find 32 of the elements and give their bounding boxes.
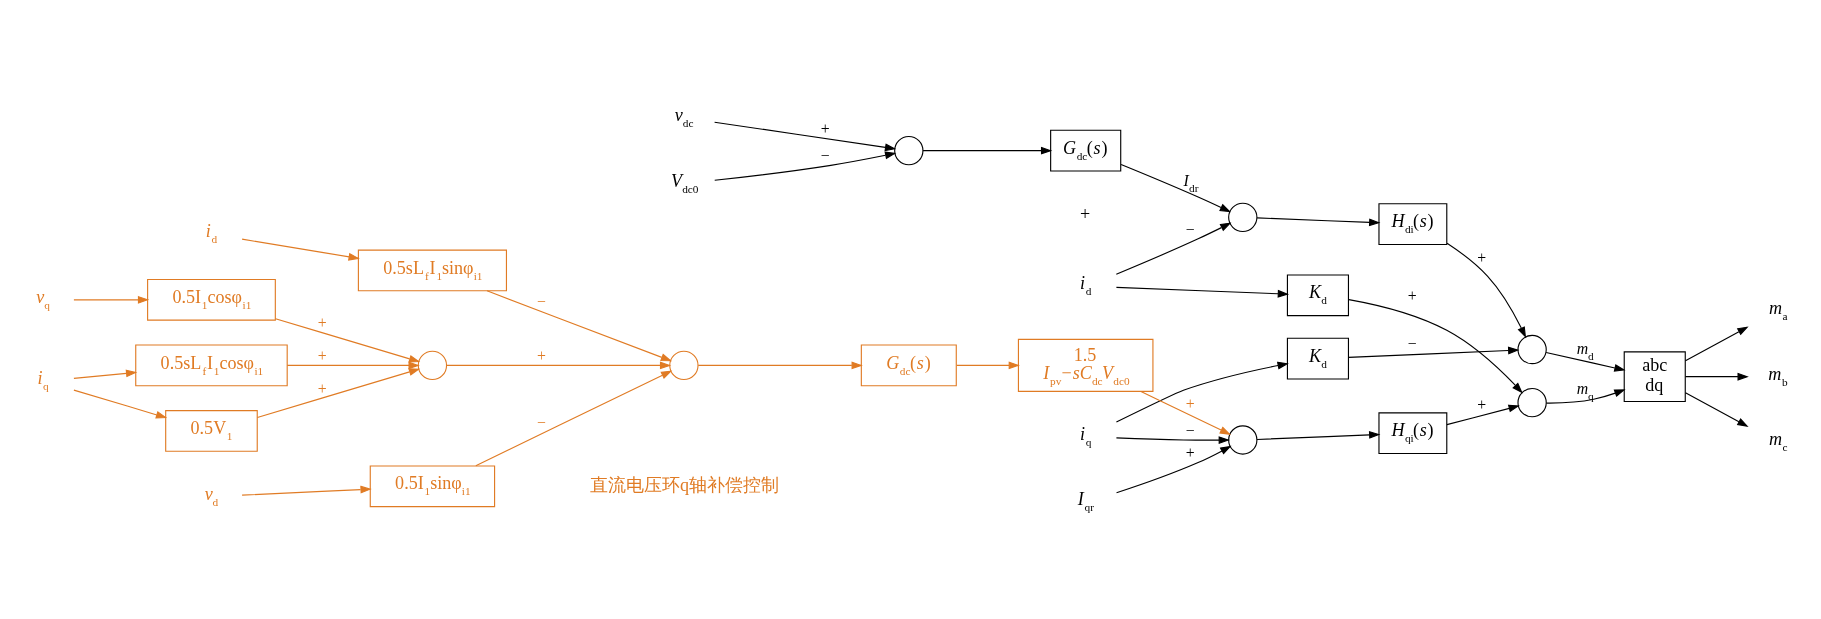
edge-label: + [317,379,327,397]
node-text: I$_{qr}$ [1077,488,1094,513]
node-text: m$_{c}$ [1768,428,1788,453]
node-text: i$_{d}$ [205,220,218,245]
edge-label: I$_{dr}$ [1183,171,1199,194]
edge-label: + [1407,286,1417,304]
edge-label: + [1185,443,1195,461]
edge-label: + [536,346,546,364]
node-text: i$_{q}$ [37,367,49,392]
node-text: v$_{q}$ [36,286,50,311]
label: 直流电压环q轴补偿控制 [590,474,780,495]
node-text: V$_{dc0}$ [670,170,699,195]
edge-label: − [820,146,830,164]
edge-label: + [820,119,830,137]
edge-label: m$_{d}$ [1576,339,1594,362]
label: + [1080,203,1091,224]
edge-label: − [1185,220,1195,237]
edge-label: − [1185,421,1195,439]
edge-label: + [317,346,327,364]
edge-label: + [1185,394,1195,412]
node-text: v$_{dc}$ [674,104,694,129]
edge-label: − [536,413,546,431]
edge-label: − [1407,334,1417,352]
node-text: v$_{d}$ [204,483,219,508]
edge-label: − [536,292,546,310]
node-text: i$_{d}$ [1080,272,1092,297]
edge-label: + [1477,248,1487,266]
node-text: i$_{q}$ [1080,423,1092,448]
node-text: m$_{b}$ [1768,363,1788,388]
edge-label: + [1477,395,1487,413]
edge-label: + [317,313,327,331]
node-text: m$_{a}$ [1768,297,1788,322]
